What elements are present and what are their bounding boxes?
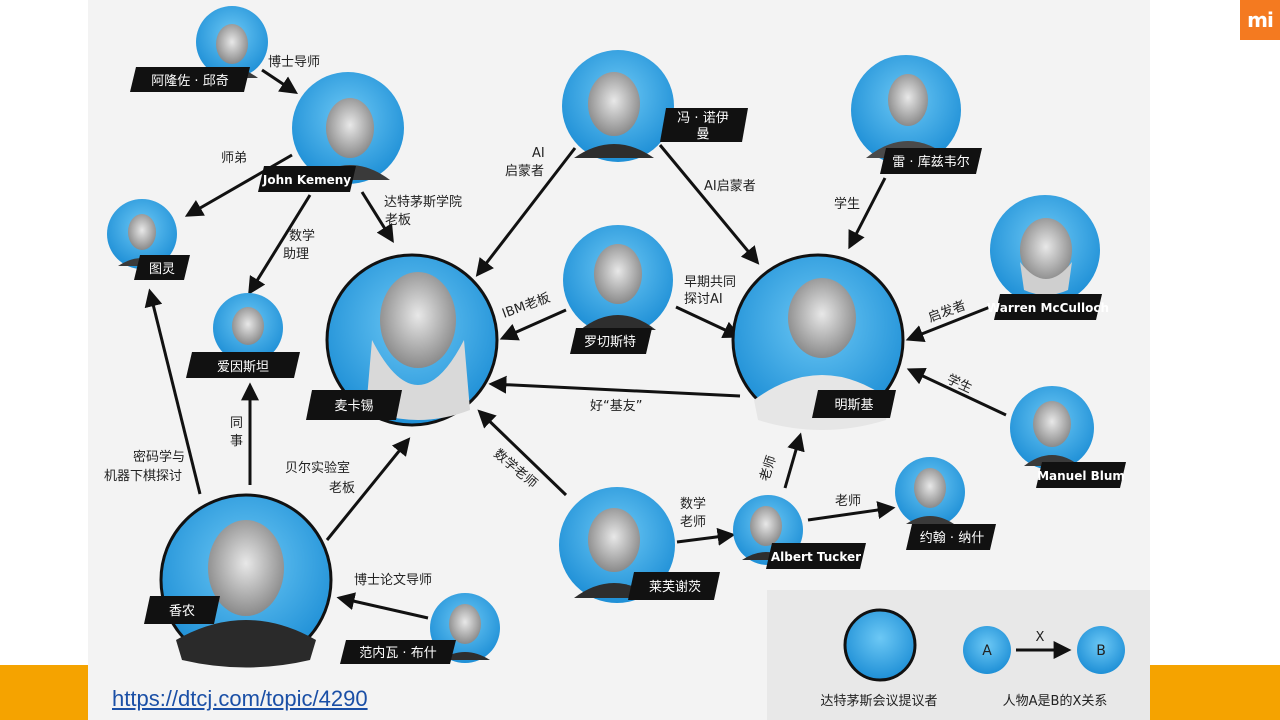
node-label-rochester: 罗切斯特 [584,335,636,350]
edges [144,68,1007,620]
edge-minsky-mccarthy [488,375,741,398]
legend-edge-x-label: X [1036,630,1045,645]
edge-label-kemeny-einstein-1: 数学 [289,228,315,244]
edge-label-rochester-minsky-2: 探讨AI [684,292,723,307]
edge-label-rochester-mccarthy: IBM老板 [500,291,552,322]
node-label-minsky: 明斯基 [834,398,873,413]
node-lefschetz: 莱芙谢茨 [559,487,720,603]
edge-label-mcculloch-minsky: 启发者 [926,297,968,325]
edge-bush-shannon [336,592,429,620]
node-church: 阿隆佐 · 邱奇 [130,6,268,92]
legend-proposer-circle [843,608,917,682]
edge-rochester-minsky [675,305,742,339]
legend-node-a-label: A [982,643,992,659]
node-tucker: Albert Tucker [733,495,866,569]
edge-label-shannon-mccarthy-1: 贝尔实验室 [285,460,350,476]
node-label-bush: 范内瓦 · 布什 [359,645,436,661]
edge-label-lefschetz-tucker-1: 数学 [680,496,706,512]
node-kemeny: John Kemeny [258,72,404,192]
node-label-mccarthy: 麦卡锡 [334,399,373,414]
node-blum: Manuel Blum [1010,386,1126,488]
edge-church-kemeny [261,68,298,94]
edge-mcculloch-minsky [905,305,991,343]
node-kurzweil: 雷 · 库兹韦尔 [851,55,982,174]
source-link[interactable]: https://dtcj.com/topic/4290 [112,686,368,711]
brand-logo: mi [1240,0,1280,40]
node-label-neumann-2: 曼 [696,127,709,142]
edge-blum-minsky [906,367,1007,417]
edge-shannon-turing [144,288,202,495]
legend-node-b [1077,626,1125,674]
edge-label-shannon-mccarthy-2: 老板 [329,481,355,496]
edge-neumann-mccarthy [475,147,577,277]
node-label-blum: Manuel Blum [1037,469,1125,483]
edge-kemeny-turing [184,153,293,217]
node-mcculloch: Warren McCulloch [987,195,1109,320]
edge-label-lefschetz-mccarthy: 数学老师 [490,446,540,492]
edge-label-neumann-mccarthy-1: AI [532,146,545,161]
edge-label-tucker-minsky: 老师 [758,454,780,483]
edge-label-minsky-mccarthy: 好“基友” [590,398,642,414]
node-shannon: 香农 [144,493,333,668]
node-label-church: 阿隆佐 · 邱奇 [151,73,228,89]
node-label-einstein: 爱因斯坦 [217,360,269,375]
edge-label-tucker-nash: 老师 [835,494,861,509]
footer-bar-right [1150,665,1280,720]
legend: 达特茅斯会议提议者 A X B 人物A是B的X关系 [820,608,1125,709]
edge-label-kemeny-einstein-2: 助理 [283,247,309,262]
edge-kemeny-einstein [248,194,312,296]
legend-proposer-caption: 达特茅斯会议提议者 [820,693,937,709]
edge-label-neumann-minsky: AI启蒙者 [704,179,756,194]
edge-label-bush-shannon: 博士论文导师 [354,573,432,588]
edge-shannon-mccarthy [325,437,411,541]
node-minsky: 明斯基 [731,253,905,430]
footer-bar-left [0,665,88,720]
edge-rochester-mccarthy [499,308,567,341]
node-label-neumann-1: 冯 · 诺伊 [677,111,728,126]
edge-label-kemeny-turing: 师弟 [221,151,247,166]
legend-node-a [963,626,1011,674]
node-rochester: 罗切斯特 [563,225,673,354]
node-nash: 约翰 · 纳什 [895,457,996,550]
edge-neumann-minsky [658,144,760,265]
node-label-mcculloch: Warren McCulloch [987,301,1109,315]
edge-tucker-minsky [783,432,805,489]
edge-label-kurzweil-minsky: 学生 [834,196,860,212]
node-label-turing: 图灵 [149,262,175,277]
node-label-lefschetz: 莱芙谢茨 [649,579,701,595]
edge-lefschetz-mccarthy [477,409,568,497]
node-label-nash: 约翰 · 纳什 [920,531,984,546]
edge-label-shannon-einstein-2: 事 [230,434,243,449]
node-mccarthy: 麦卡锡 [306,253,499,427]
edge-label-church-kemeny: 博士导师 [268,55,320,70]
edge-kemeny-mccarthy [360,191,394,244]
node-neumann: 冯 · 诺伊 曼 [562,50,748,162]
legend-node-b-label: B [1096,643,1106,659]
edge-label-shannon-einstein-1: 同 [230,416,243,431]
node-einstein: 爱因斯坦 [186,293,300,378]
edge-label-shannon-turing-2: 机器下棋探讨 [104,469,182,484]
node-turing: 图灵 [107,199,190,280]
edge-kurzweil-minsky [848,177,887,250]
node-label-kemeny: John Kemeny [262,173,351,187]
legend-relation-caption: 人物A是B的X关系 [1003,693,1108,709]
edge-lefschetz-tucker [676,527,736,546]
edge-label-lefschetz-tucker-2: 老师 [680,515,706,530]
node-bush: 范内瓦 · 布什 [340,593,500,664]
edge-tucker-nash [807,501,896,522]
edge-label-shannon-turing-1: 密码学与 [133,449,185,465]
node-label-tucker: Albert Tucker [771,550,861,564]
edge-label-neumann-mccarthy-2: 启蒙者 [505,164,544,179]
edge-label-kemeny-mccarthy-1: 达特茅斯学院 [384,194,462,210]
node-label-shannon: 香农 [169,604,195,619]
node-label-kurzweil: 雷 · 库兹韦尔 [892,154,969,170]
edge-label-rochester-minsky-1: 早期共同 [684,275,736,290]
edge-label-kemeny-mccarthy-2: 老板 [385,213,411,228]
